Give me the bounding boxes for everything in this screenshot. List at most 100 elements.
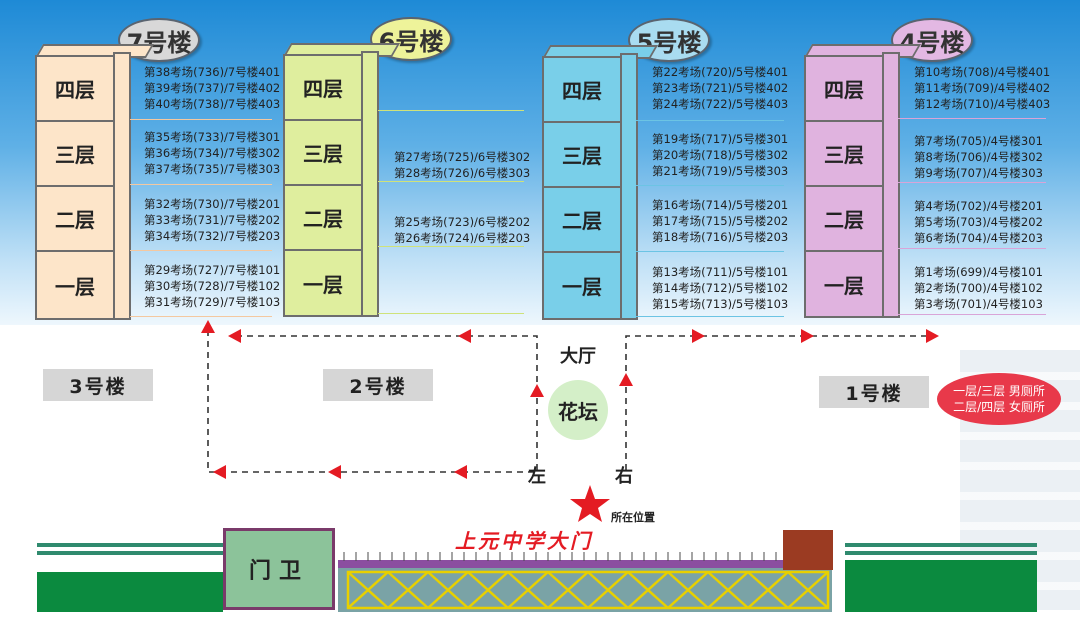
room-entry: 第32考场(730)/7号楼201 <box>144 197 281 211</box>
building-4-title: 4号楼 <box>891 18 973 62</box>
room-entry: 第29考场(727)/7号楼101 <box>144 263 281 277</box>
arrow-icon <box>213 465 226 479</box>
room-list: 第16考场(714)/5号楼201 第17考场(715)/5号楼202 第18考… <box>652 197 788 245</box>
room-entry: 第2考场(700)/4号楼102 <box>914 281 1043 295</box>
room-entry: 第10考场(708)/4号楼401 <box>914 65 1051 79</box>
gate-post <box>783 530 833 570</box>
arrow-icon <box>201 320 215 333</box>
right-direction-label: 右 <box>615 466 633 487</box>
restroom-info-badge: 一层/三层 男厕所 二层/四层 女厕所 <box>937 373 1061 425</box>
building-5-floor-4: 四层 <box>542 56 622 123</box>
room-entry: 第27考场(725)/6号楼302 <box>394 150 531 164</box>
flowerbed: 花坛 <box>548 380 608 440</box>
hall-label: 大厅 <box>560 346 596 367</box>
room-entry: 第16考场(714)/5号楼201 <box>652 198 789 212</box>
arrow-icon <box>692 329 705 343</box>
restroom-line-men: 一层/三层 男厕所 <box>953 384 1045 398</box>
room-list: 第22考场(720)/5号楼401 第23考场(721)/5号楼402 第24考… <box>652 64 788 112</box>
room-entry: 第21考场(719)/5号楼303 <box>652 164 789 178</box>
wall-stripe <box>845 543 1037 547</box>
room-entry: 第13考场(711)/5号楼101 <box>652 265 789 279</box>
guard-house: 门卫 <box>223 528 335 610</box>
building-2-label: 2号楼 <box>323 369 433 401</box>
room-entry: 第37考场(735)/7号楼303 <box>144 162 281 176</box>
room-entry: 第26考场(724)/6号楼203 <box>394 231 531 245</box>
room-list: 第13考场(711)/5号楼101 第14考场(712)/5号楼102 第15考… <box>652 264 788 312</box>
arrow-icon <box>328 465 341 479</box>
restroom-line-women: 二层/四层 女厕所 <box>953 400 1045 414</box>
room-entry: 第36考场(734)/7号楼302 <box>144 146 281 160</box>
arrow-icon <box>619 373 633 386</box>
building-7-floor-1: 一层 <box>35 250 115 320</box>
route-arrows <box>201 320 939 479</box>
room-list: 第4考场(702)/4号楼201 第5考场(703)/4号楼202 第6考场(7… <box>914 198 1043 246</box>
school-gate-name: 上元中学大门 <box>455 529 593 553</box>
room-list: 第27考场(725)/6号楼302 第28考场(726)/6号楼303 <box>394 149 530 181</box>
left-route-path <box>207 330 538 473</box>
current-location-label: 所在位置 <box>611 511 655 524</box>
location-star-icon <box>570 485 610 522</box>
room-entry: 第38考场(736)/7号楼401 <box>144 65 281 79</box>
room-entry: 第35考场(733)/7号楼301 <box>144 130 281 144</box>
room-list: 第19考场(717)/5号楼301 第20考场(718)/5号楼302 第21考… <box>652 131 788 179</box>
building-5-floor-2: 二层 <box>542 186 622 253</box>
room-entry: 第28考场(726)/6号楼303 <box>394 166 531 180</box>
room-entry: 第12考场(710)/4号楼403 <box>914 97 1051 111</box>
room-entry: 第33考场(731)/7号楼202 <box>144 213 281 227</box>
gate-fence <box>338 552 832 612</box>
building-6-floor-4: 四层 <box>283 54 363 121</box>
arrow-icon <box>801 329 814 343</box>
room-entry: 第3考场(701)/4号楼103 <box>914 297 1043 311</box>
room-list: 第1考场(699)/4号楼101 第2考场(700)/4号楼102 第3考场(7… <box>914 264 1043 312</box>
guard-house-label: 门卫 <box>248 559 309 584</box>
building-7-floor-3: 三层 <box>35 120 115 187</box>
building-6-floor-1: 一层 <box>283 249 363 317</box>
room-entry: 第24考场(722)/5号楼403 <box>652 97 789 111</box>
room-entry: 第5考场(703)/4号楼202 <box>914 215 1043 229</box>
room-entry: 第23考场(721)/5号楼402 <box>652 81 789 95</box>
room-entry: 第20考场(718)/5号楼302 <box>652 148 789 162</box>
arrow-icon <box>228 329 241 343</box>
building-6-floor-3: 三层 <box>283 119 363 186</box>
room-entry: 第8考场(706)/4号楼302 <box>914 150 1043 164</box>
room-list: 第10考场(708)/4号楼401 第11考场(709)/4号楼402 第12考… <box>914 64 1050 112</box>
arrow-icon <box>458 329 471 343</box>
room-list: 第35考场(733)/7号楼301 第36考场(734)/7号楼302 第37考… <box>144 129 280 177</box>
room-entry: 第15考场(713)/5号楼103 <box>652 297 789 311</box>
arrow-icon <box>530 384 544 397</box>
room-entry: 第22考场(720)/5号楼401 <box>652 65 789 79</box>
room-entry: 第30考场(728)/7号楼102 <box>144 279 281 293</box>
arrow-icon <box>454 465 467 479</box>
wall-stripe <box>845 551 1037 555</box>
room-entry: 第31考场(729)/7号楼103 <box>144 295 281 309</box>
room-entry: 第11考场(709)/4号楼402 <box>914 81 1051 95</box>
left-wall <box>37 572 223 612</box>
right-wall <box>845 560 1037 612</box>
room-list: 第7考场(705)/4号楼301 第8考场(706)/4号楼302 第9考场(7… <box>914 133 1043 181</box>
right-route-path <box>625 335 935 470</box>
room-list: 第32考场(730)/7号楼201 第33考场(731)/7号楼202 第34考… <box>144 196 280 244</box>
room-entry: 第1考场(699)/4号楼101 <box>914 265 1043 279</box>
building-1-label: 1号楼 <box>819 376 929 408</box>
room-entry: 第18考场(716)/5号楼203 <box>652 230 789 244</box>
room-list: 第38考场(736)/7号楼401 第39考场(737)/7号楼402 第40考… <box>144 64 280 112</box>
wall-stripe <box>37 543 223 547</box>
room-entry: 第17考场(715)/5号楼202 <box>652 214 789 228</box>
room-entry: 第14考场(712)/5号楼102 <box>652 281 789 295</box>
building-4-floor-1: 一层 <box>804 250 884 318</box>
building-4-floor-2: 二层 <box>804 185 884 252</box>
gate-rail <box>338 560 832 569</box>
building-5-floor-3: 三层 <box>542 121 622 188</box>
left-direction-label: 左 <box>528 466 546 487</box>
room-entry: 第7考场(705)/4号楼301 <box>914 134 1043 148</box>
room-entry: 第39考场(737)/7号楼402 <box>144 81 281 95</box>
arrow-icon <box>926 329 939 343</box>
room-entry: 第25考场(723)/6号楼202 <box>394 215 531 229</box>
building-5-floor-1: 一层 <box>542 251 622 320</box>
room-entry: 第4考场(702)/4号楼201 <box>914 199 1043 213</box>
building-3-label: 3号楼 <box>43 369 153 401</box>
room-list: 第29考场(727)/7号楼101 第30考场(728)/7号楼102 第31考… <box>144 262 280 310</box>
room-entry: 第40考场(738)/7号楼403 <box>144 97 281 111</box>
